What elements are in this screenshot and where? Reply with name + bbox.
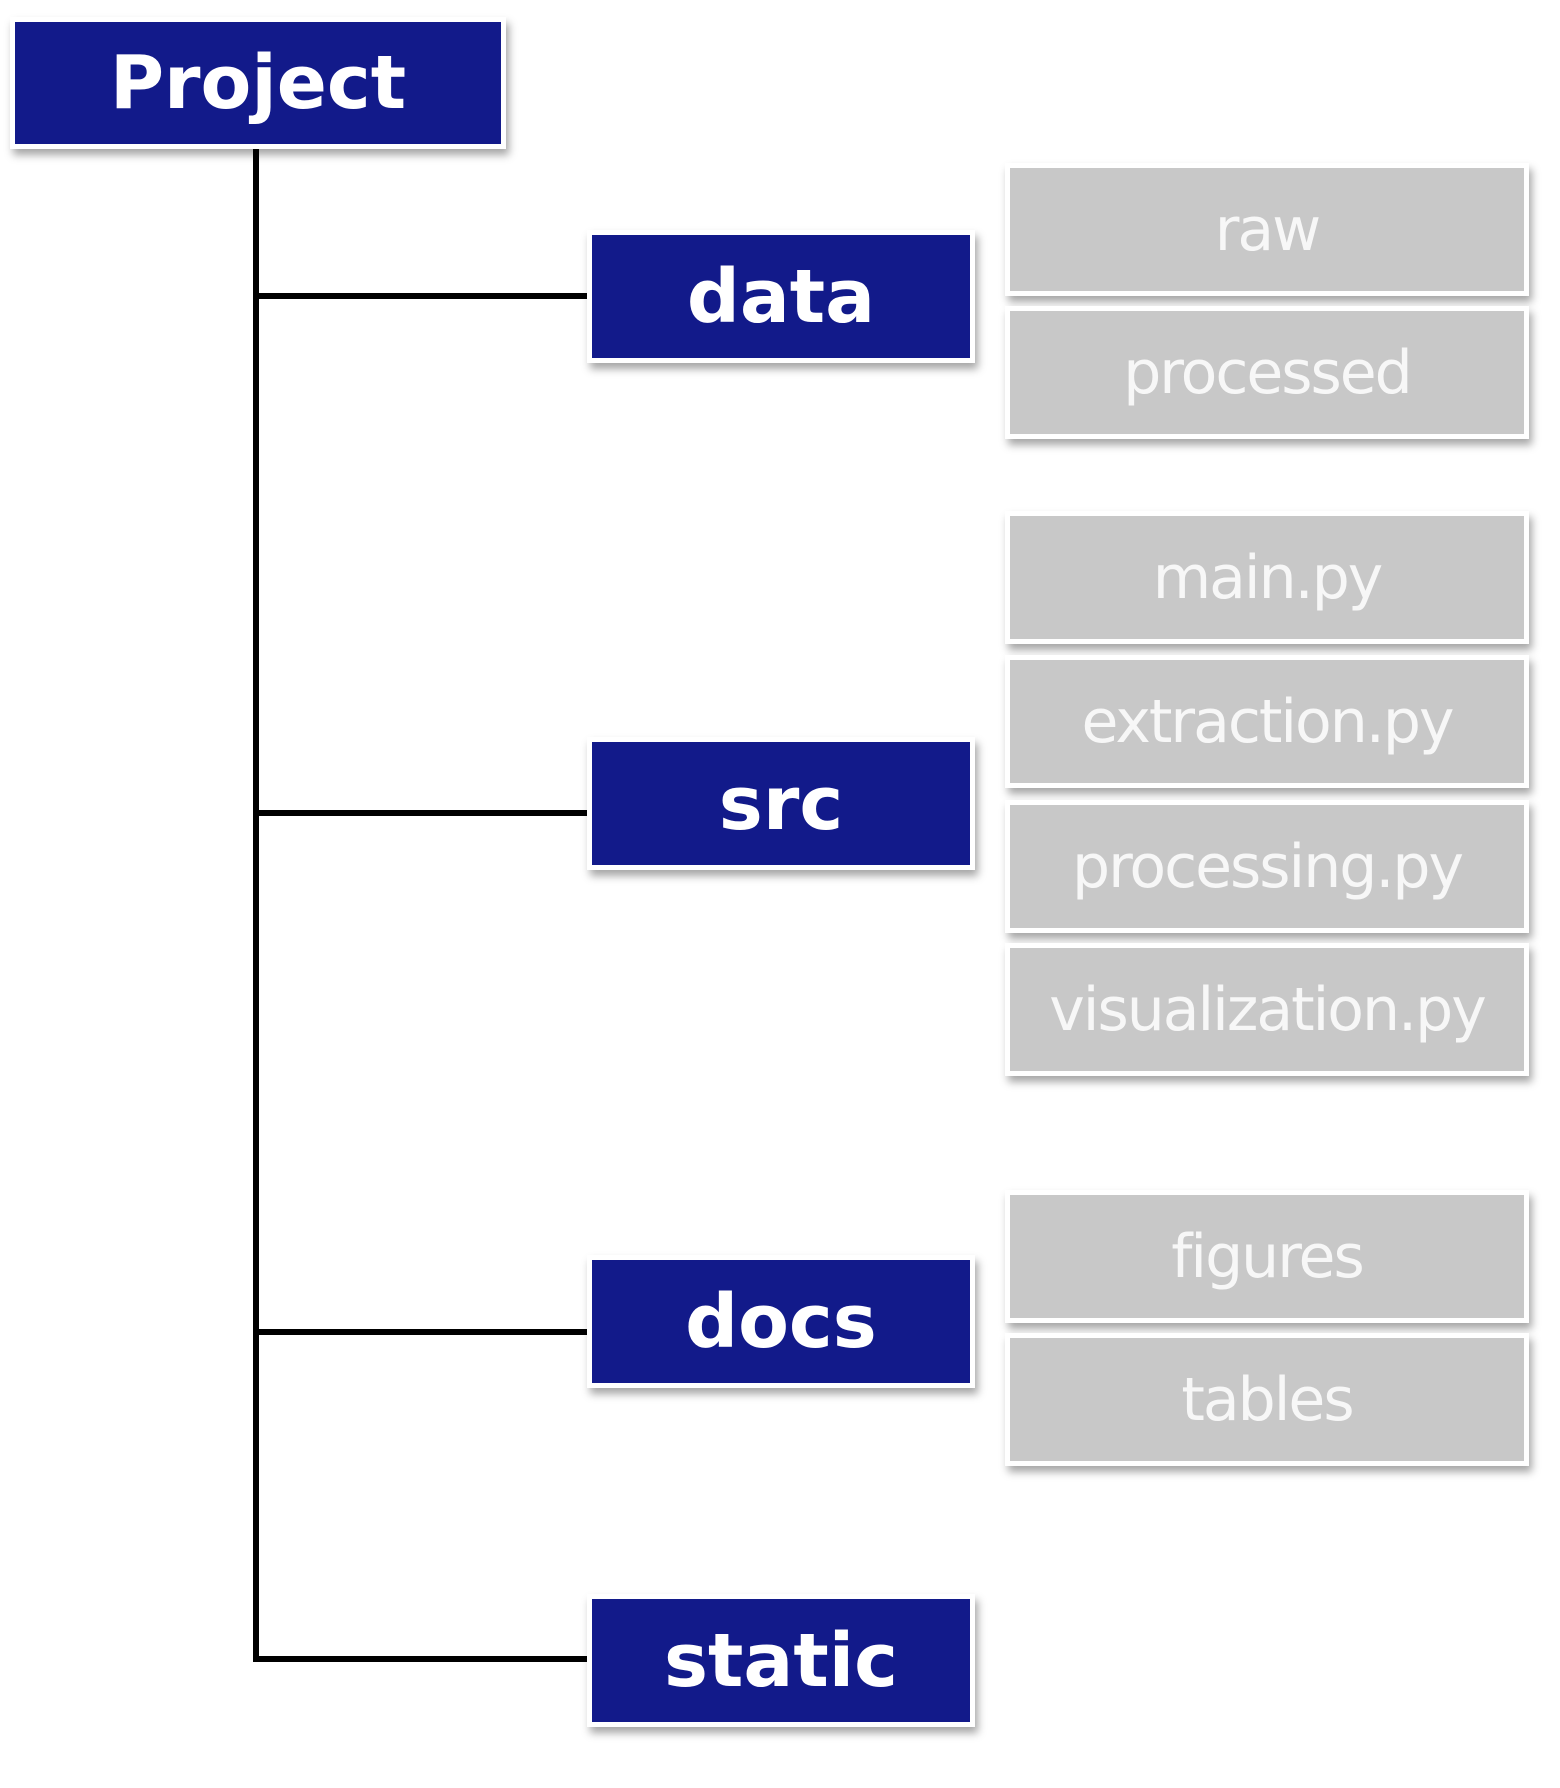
branch-line-src [253, 810, 587, 816]
file-label: processed [1123, 337, 1413, 408]
file-node-raw[interactable]: raw [1005, 163, 1529, 296]
file-node-visualization-py[interactable]: visualization.py [1005, 943, 1529, 1076]
folder-node-static[interactable]: static [587, 1594, 975, 1727]
file-node-extraction-py[interactable]: extraction.py [1005, 655, 1529, 788]
file-label: main.py [1152, 542, 1384, 613]
folder-label: data [686, 253, 876, 340]
file-label: extraction.py [1081, 686, 1455, 757]
file-label: tables [1181, 1364, 1354, 1435]
file-label: raw [1214, 194, 1322, 265]
folder-node-docs[interactable]: docs [587, 1255, 975, 1388]
file-node-main-py[interactable]: main.py [1005, 511, 1529, 644]
branch-line-docs [253, 1329, 587, 1335]
folder-label: src [718, 760, 844, 847]
file-node-figures[interactable]: figures [1005, 1190, 1529, 1323]
file-node-tables[interactable]: tables [1005, 1333, 1529, 1466]
root-folder-label: Project [109, 40, 407, 126]
file-label: visualization.py [1049, 974, 1486, 1045]
folder-label: static [664, 1617, 898, 1704]
root-folder-node[interactable]: Project [10, 17, 506, 149]
file-label: processing.py [1071, 831, 1464, 902]
file-node-processed[interactable]: processed [1005, 306, 1529, 439]
branch-line-static [253, 1656, 587, 1662]
trunk-line [253, 148, 259, 1662]
folder-label: docs [685, 1278, 877, 1365]
branch-line-data [253, 293, 587, 299]
file-label: figures [1171, 1221, 1364, 1292]
folder-node-data[interactable]: data [587, 230, 975, 363]
file-node-processing-py[interactable]: processing.py [1005, 800, 1529, 933]
folder-node-src[interactable]: src [587, 737, 975, 870]
